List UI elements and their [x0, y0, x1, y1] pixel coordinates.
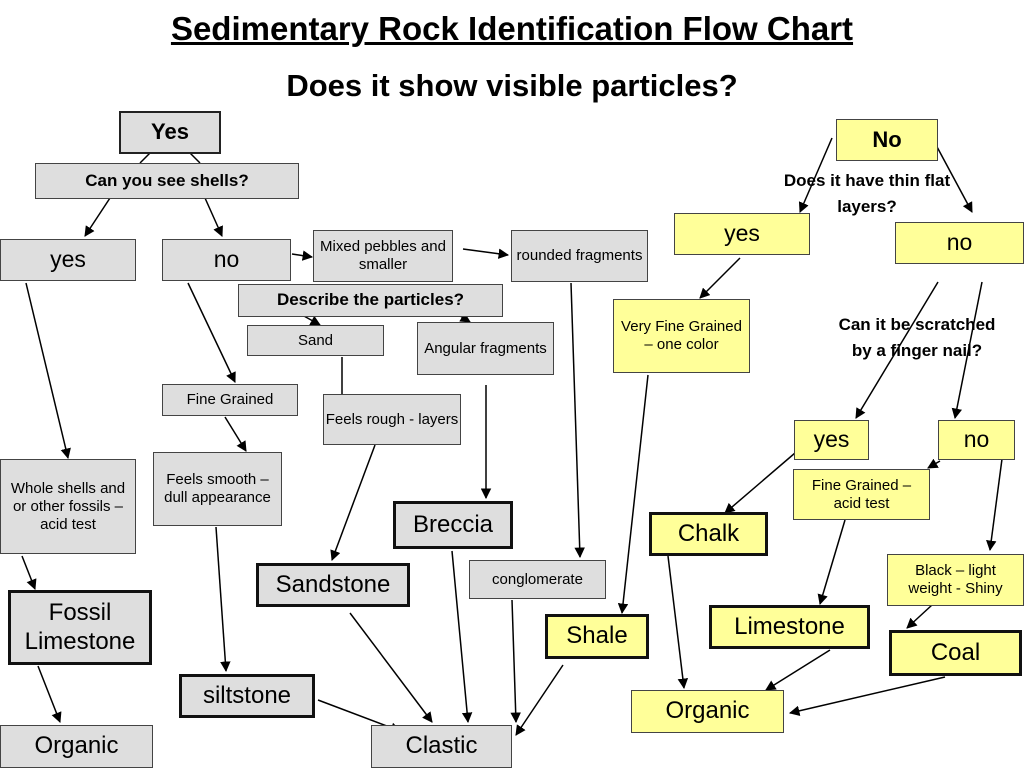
- node-clastic: Clastic: [371, 725, 512, 768]
- node-sandstone: Sandstone: [256, 563, 410, 607]
- arrow-coal-to-organic: [788, 676, 946, 716]
- arrow-mixed-to-rounded: [462, 248, 510, 259]
- node-fossil-limestone: Fossil Limestone: [8, 590, 152, 665]
- node-siltstone: siltstone: [179, 674, 315, 718]
- node-chalk: Chalk: [649, 512, 768, 556]
- node-describe-particles: Describe the particles?: [238, 284, 503, 317]
- node-shells-question: Can you see shells?: [35, 163, 299, 199]
- node-layers-no: no: [895, 222, 1024, 264]
- node-very-fine-grained: Very Fine Grained – one color: [613, 299, 750, 373]
- layers-question: Does it have thin flat layers?: [783, 171, 951, 216]
- node-fine-grained: Fine Grained: [162, 384, 298, 416]
- node-yes-visible: Yes: [119, 111, 221, 154]
- arrow-fossil-to-organic: [37, 665, 62, 723]
- arrow-scratchyes-to-chalk: [724, 452, 796, 514]
- node-shells-no: no: [162, 239, 291, 281]
- arrow-limestone-to-organic: [765, 649, 831, 691]
- node-scratch-no: no: [938, 420, 1015, 460]
- node-organic-right: Organic: [631, 690, 784, 733]
- arrow-fineacid-to-limestone: [817, 519, 846, 606]
- page-title: Sedimentary Rock Identification Flow Cha…: [170, 10, 854, 47]
- arrow-rounded-to-conglomerate: [570, 282, 585, 559]
- arrow-no-to-mixed: [291, 250, 314, 261]
- main-question: Does it show visible particles?: [286, 68, 738, 103]
- arrow-no-to-finegrained: [187, 282, 236, 383]
- arrow-veryfine-to-shale: [617, 374, 649, 615]
- node-whole-shells: Whole shells and or other fossils – acid…: [0, 459, 136, 554]
- arrow-yes-to-wholeshells: [25, 282, 71, 460]
- node-shale: Shale: [545, 614, 649, 659]
- arrow-rough-to-sandstone: [330, 444, 376, 561]
- arrow-yes-to-shells-2: [189, 152, 201, 164]
- arrow-smooth-to-siltstone: [215, 526, 231, 673]
- node-organic-left: Organic: [0, 725, 153, 768]
- node-shells-yes: yes: [0, 239, 136, 281]
- arrow-breccia-to-clastic: [451, 550, 473, 724]
- arrow-chalk-to-organic: [667, 555, 689, 690]
- arrow-scratchno-to-black: [986, 458, 1003, 552]
- arrow-scratchno-to-fineacid: [927, 458, 941, 469]
- node-no-visible: No: [836, 119, 938, 161]
- node-layers-yes: yes: [674, 213, 810, 255]
- node-sand: Sand: [247, 325, 384, 356]
- arrow-black-to-coal: [906, 604, 933, 629]
- node-black-light-shiny: Black – light weight - Shiny: [887, 554, 1024, 606]
- arrow-wholeshells-to-fossil: [21, 555, 37, 590]
- node-coal: Coal: [889, 630, 1022, 676]
- arrow-yes-to-shells: [139, 152, 151, 164]
- node-rounded-fragments: rounded fragments: [511, 230, 648, 282]
- arrow-conglomerate-to-clastic: [510, 599, 521, 724]
- node-feels-rough: Feels rough - layers: [323, 394, 461, 445]
- node-feels-smooth: Feels smooth – dull appearance: [153, 452, 282, 526]
- node-scratch-yes: yes: [794, 420, 869, 460]
- node-mixed-pebbles: Mixed pebbles and smaller: [313, 230, 453, 282]
- node-angular-fragments: Angular fragments: [417, 322, 554, 375]
- node-fine-grained-acid: Fine Grained – acid test: [793, 469, 930, 520]
- scratch-question: Can it be scratched by a finger nail?: [838, 315, 996, 360]
- node-conglomerate: conglomerate: [469, 560, 606, 599]
- node-limestone: Limestone: [709, 605, 870, 649]
- arrow-shale-to-clastic: [515, 664, 564, 736]
- arrow-layersyes-to-veryfine: [699, 257, 741, 299]
- arrow-sandstone-to-clastic: [349, 612, 433, 723]
- arrow-finegrained-to-smooth: [224, 416, 247, 452]
- arrow-shells-to-yes: [84, 197, 111, 237]
- arrow-shells-to-no: [204, 197, 223, 237]
- node-breccia: Breccia: [393, 501, 513, 549]
